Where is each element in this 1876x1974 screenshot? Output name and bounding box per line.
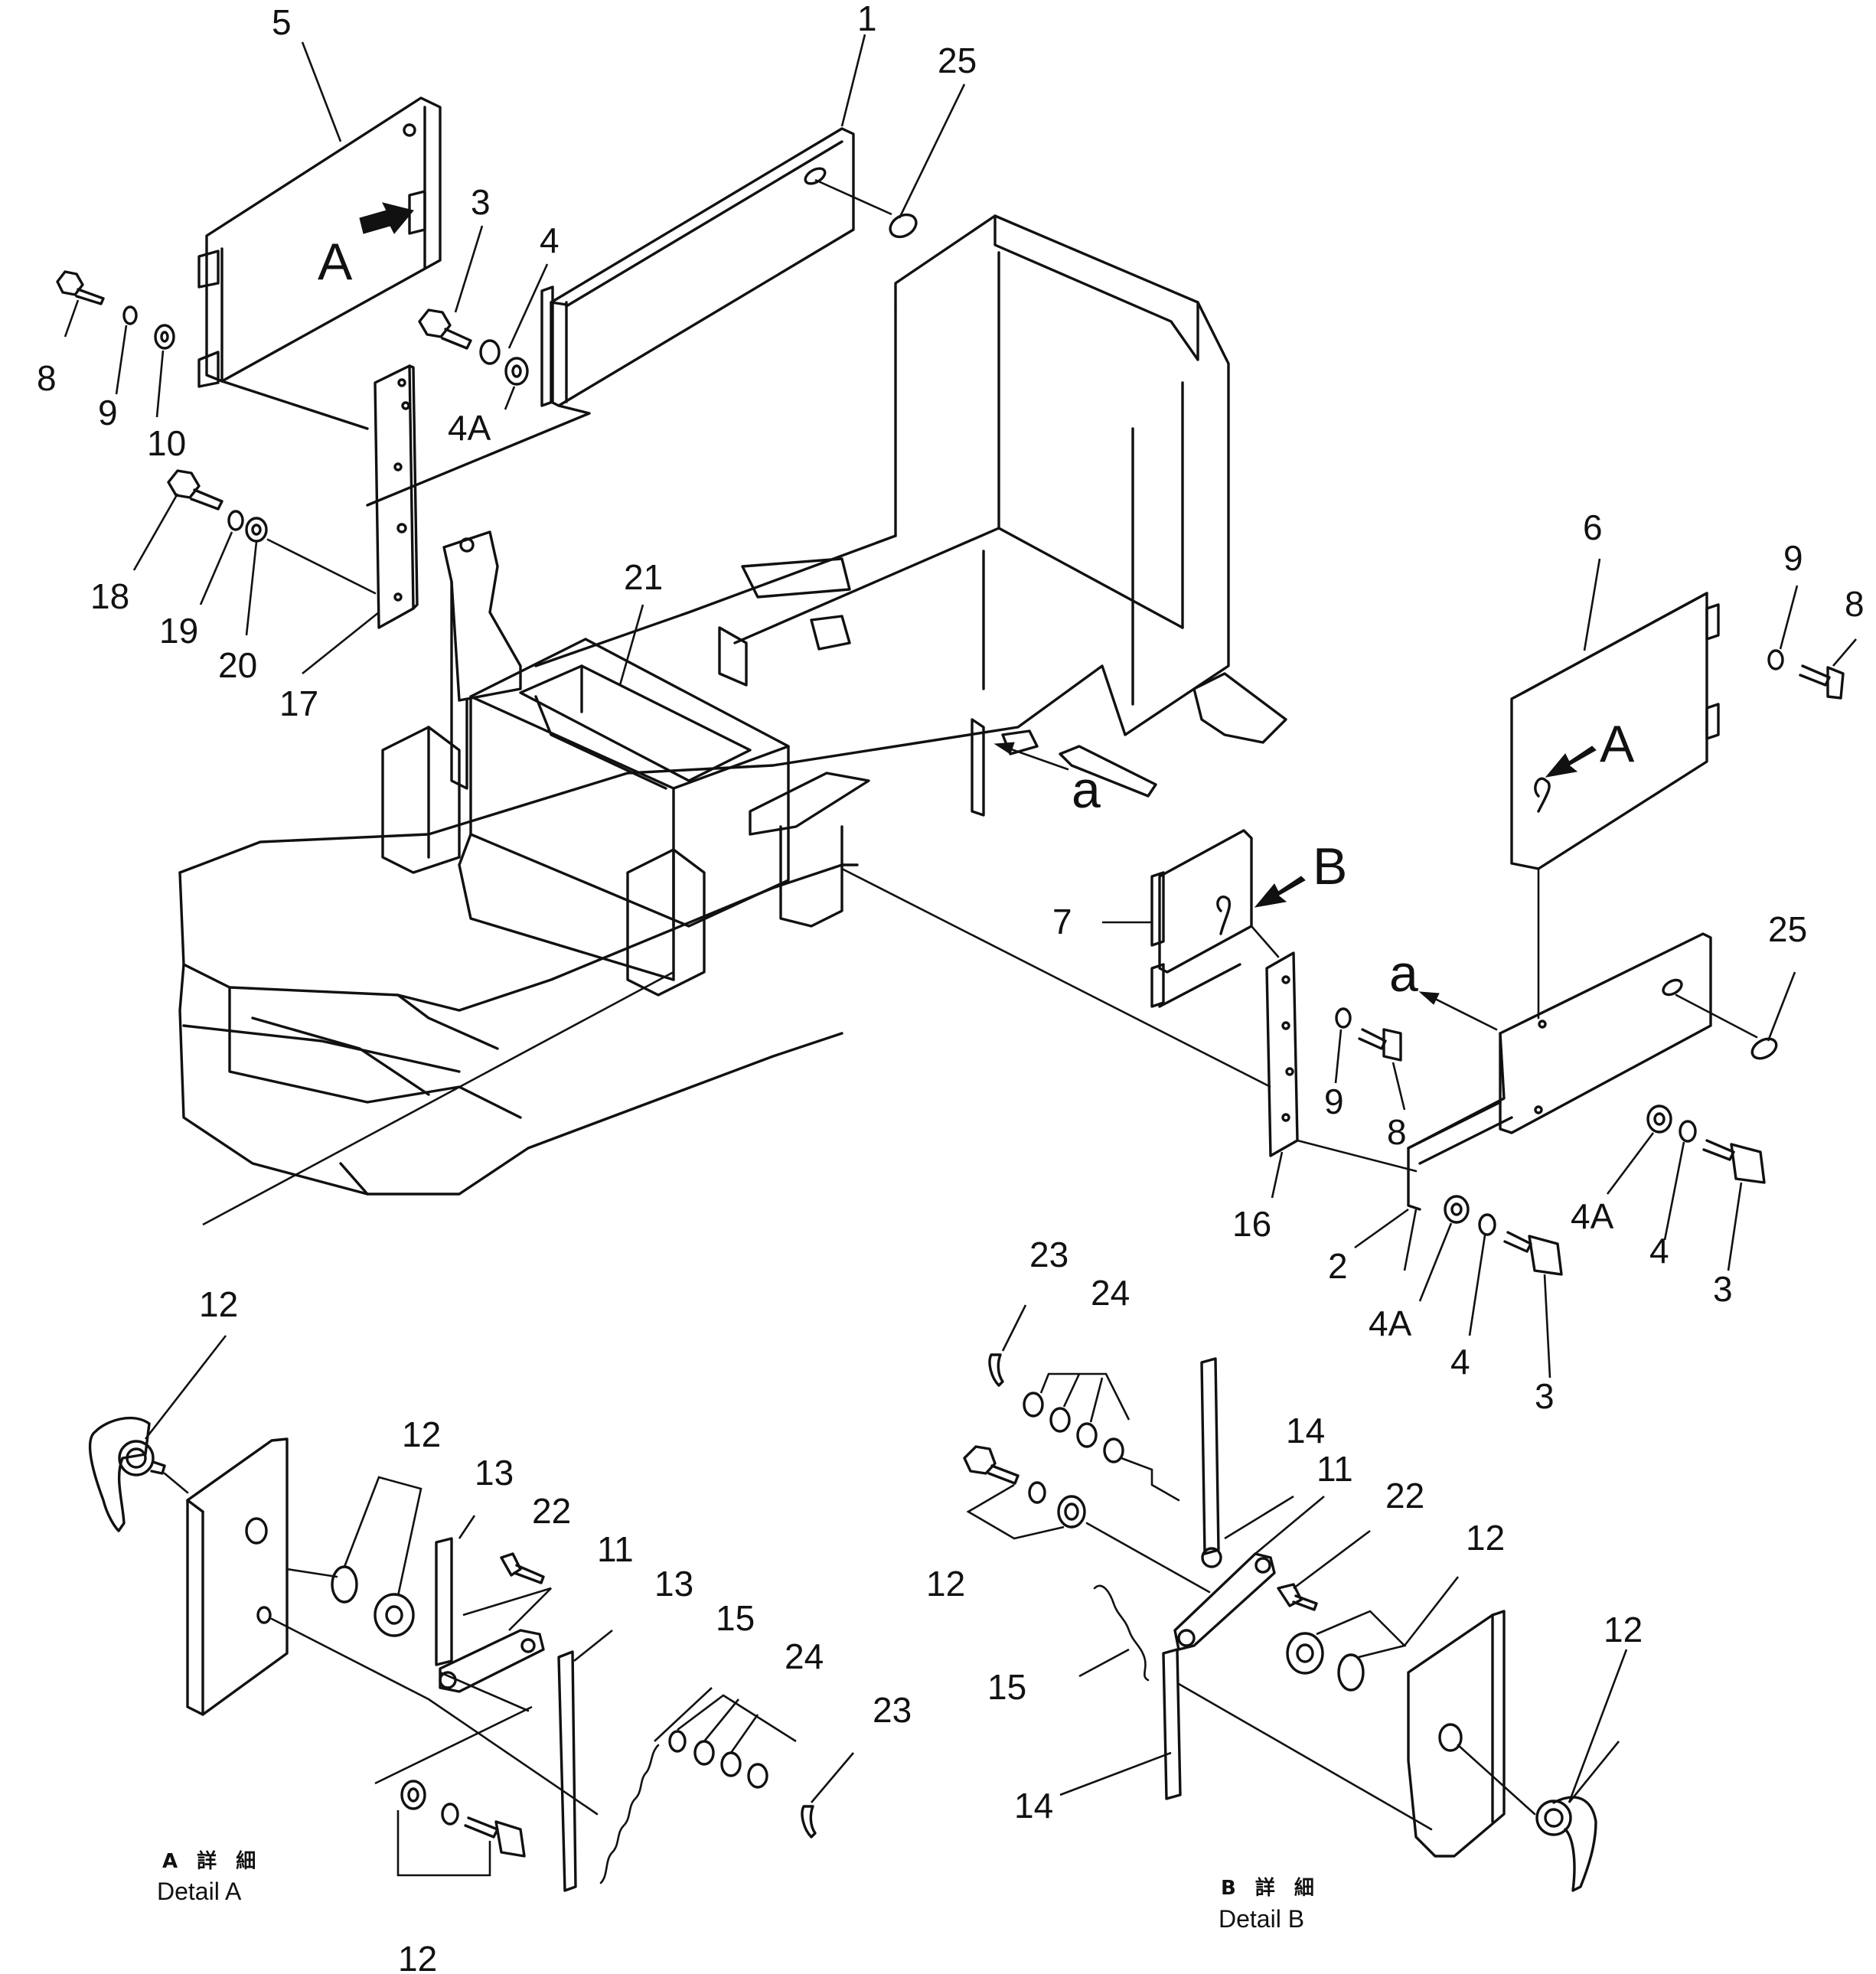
detail-b-caption-cjk: B 詳 細 <box>1221 1876 1320 1900</box>
label-23-b: 23 <box>1029 1235 1069 1274</box>
label-25-right: 25 <box>1768 909 1807 949</box>
main-frame-assembly <box>178 214 1287 1196</box>
cover-panel-5 <box>197 96 442 430</box>
arrow-b-icon <box>1254 876 1306 908</box>
label-4A-low: 4A <box>1369 1303 1412 1343</box>
view-letter-a-left: A <box>318 233 353 291</box>
cover-panel-1 <box>366 127 892 507</box>
label-12-a-handle: 12 <box>199 1284 238 1324</box>
label-14-b-upper: 14 <box>1286 1411 1325 1450</box>
arrow-a-icon-right <box>1545 746 1597 778</box>
detail-a-assembly <box>88 1417 854 1892</box>
label-10: 10 <box>147 423 186 463</box>
label-18: 18 <box>90 576 129 616</box>
label-24-a: 24 <box>785 1636 824 1676</box>
label-8-top: 8 <box>37 358 57 398</box>
label-6: 6 <box>1583 507 1603 547</box>
label-9-mid: 9 <box>1324 1082 1344 1121</box>
label-12-b-seal: 12 <box>1466 1518 1505 1558</box>
plate-17 <box>374 364 419 629</box>
label-13-a-lower: 13 <box>654 1564 693 1604</box>
label-3-right: 3 <box>1713 1269 1733 1309</box>
label-2: 2 <box>1328 1246 1348 1286</box>
label-4A-top: 4A <box>448 408 491 448</box>
cover-panel-6 <box>1510 592 1720 1020</box>
label-22-b: 22 <box>1385 1476 1424 1516</box>
view-letters: A A B a a <box>318 233 1635 1003</box>
label-7: 7 <box>1052 902 1072 941</box>
view-letter-small-a-right: a <box>1389 945 1418 1003</box>
label-9-right: 9 <box>1783 538 1803 578</box>
label-15-a: 15 <box>716 1598 755 1638</box>
detail-b-caption-en: Detail B <box>1219 1905 1304 1933</box>
plate-16 <box>1265 951 1418 1173</box>
detail-captions: A 詳 細 Detail A B 詳 細 Detail B <box>157 1849 1320 1933</box>
label-19: 19 <box>159 611 198 651</box>
label-3-low: 3 <box>1535 1376 1555 1416</box>
label-8-mid: 8 <box>1387 1112 1407 1152</box>
door-panel-7 <box>1150 829 1280 1008</box>
label-8-right: 8 <box>1845 584 1865 624</box>
label-4-top: 4 <box>540 220 560 260</box>
view-letter-small-a-center: a <box>1072 761 1101 819</box>
label-16: 16 <box>1232 1204 1271 1244</box>
label-11-a: 11 <box>597 1529 634 1569</box>
label-12-b-bolt: 12 <box>926 1564 965 1604</box>
label-9-top: 9 <box>98 393 118 432</box>
label-24-b: 24 <box>1091 1273 1130 1313</box>
label-5: 5 <box>272 2 292 42</box>
direction-arrows <box>359 202 1597 1031</box>
arrow-a-icon <box>359 202 414 234</box>
hardware-main <box>56 213 1845 1276</box>
detail-b-assembly <box>963 1304 1620 1892</box>
label-14-b-lower: 14 <box>1014 1786 1053 1826</box>
view-letter-b: B <box>1313 837 1347 896</box>
plate-2 <box>1407 932 1758 1211</box>
label-25-top: 25 <box>938 41 977 80</box>
label-23-a: 23 <box>873 1690 912 1730</box>
label-3-top: 3 <box>471 182 491 222</box>
label-22-a: 22 <box>532 1491 571 1531</box>
detail-a-caption-en: Detail A <box>157 1878 242 1905</box>
label-20: 20 <box>218 645 257 685</box>
label-4-low: 4 <box>1450 1342 1470 1382</box>
leader-lines <box>64 34 1857 1803</box>
label-1: 1 <box>857 0 877 38</box>
label-17: 17 <box>279 684 318 723</box>
label-4-right: 4 <box>1649 1231 1669 1271</box>
detail-a-caption-cjk: A 詳 細 <box>162 1849 262 1873</box>
part-number-labels: 5 1 25 3 4 4A 8 9 10 18 19 20 17 21 6 9 … <box>37 0 1865 1974</box>
label-13-a-upper: 13 <box>475 1453 514 1493</box>
view-letter-a-right: A <box>1600 715 1635 773</box>
label-21: 21 <box>624 557 663 597</box>
label-11-b: 11 <box>1316 1449 1353 1489</box>
label-15-b: 15 <box>987 1667 1026 1707</box>
label-12-a-seal: 12 <box>402 1414 441 1454</box>
label-4A-right: 4A <box>1571 1196 1614 1236</box>
label-12-b-handle: 12 <box>1604 1610 1643 1649</box>
label-12-a-bottom: 12 <box>398 1939 437 1974</box>
